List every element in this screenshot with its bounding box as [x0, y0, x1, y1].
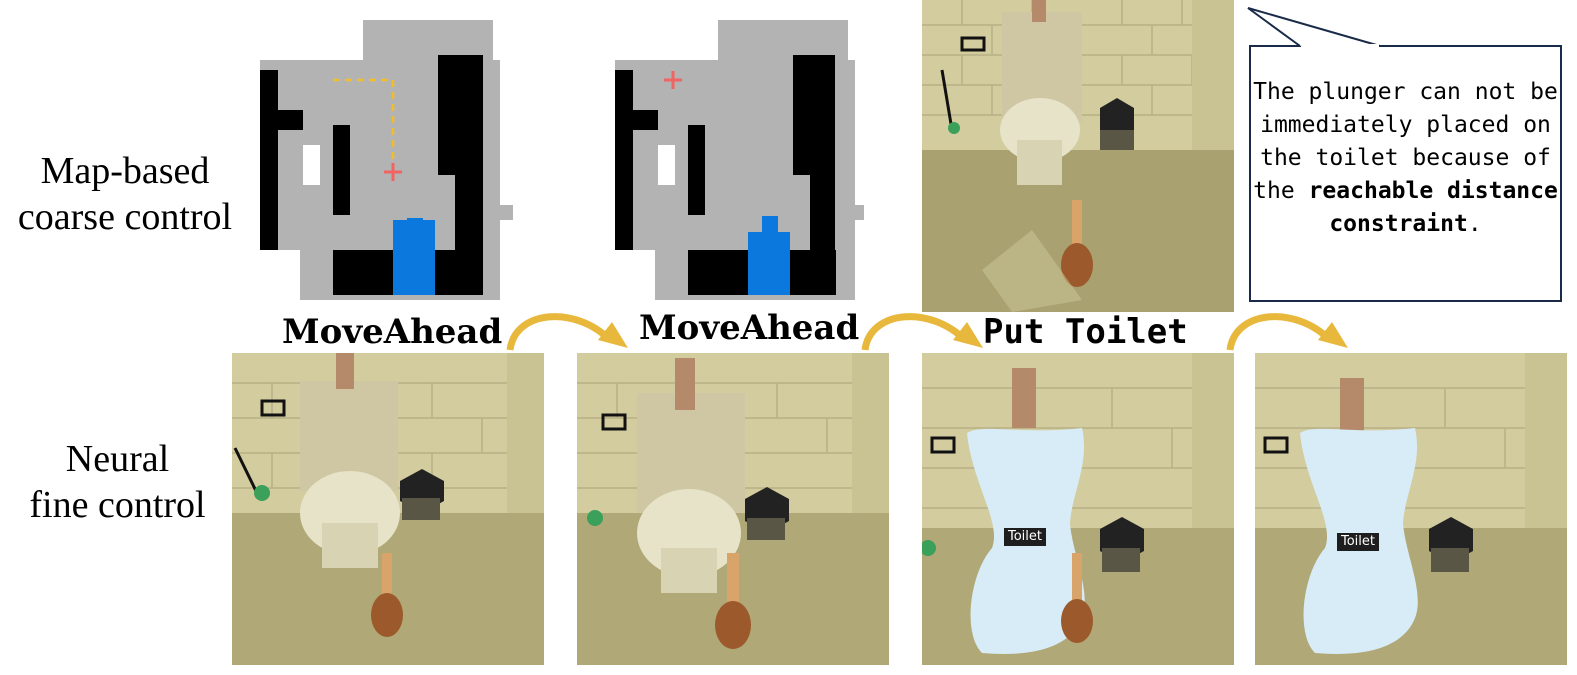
callout-text-plain: The plunger can not be immediately place… [1253, 79, 1558, 204]
row-label-line: Neural [65, 438, 170, 480]
scene-image-step-2 [577, 353, 889, 665]
callout-text-end: . [1467, 211, 1482, 237]
callout-text: The plunger can not be immediately place… [1250, 76, 1561, 241]
row-label-line: coarse control [17, 196, 233, 238]
row-label-map-based: Map-based coarse control [0, 148, 250, 240]
action-label-2: MoveAhead [639, 308, 860, 348]
callout-text-bold: reachable distance constraint [1308, 178, 1558, 237]
arrow-1 [506, 313, 628, 351]
object-tag-toilet: Toilet [1337, 533, 1380, 551]
row-label-line: Map-based [40, 150, 210, 192]
row-label-line: fine control [29, 484, 206, 526]
scene-image-step-3: Toilet [922, 353, 1234, 665]
occupancy-map-2 [600, 20, 870, 310]
action-label-3: Put Toilet [983, 312, 1188, 352]
arrow-2 [861, 313, 983, 351]
object-tag-toilet: Toilet [1004, 528, 1047, 546]
scene-image-step-4: Toilet [1255, 353, 1567, 665]
scene-image-top [922, 0, 1234, 312]
arrow-3 [1226, 313, 1348, 351]
row-label-neural: Neural fine control [0, 436, 235, 528]
scene-image-step-1 [232, 353, 544, 665]
occupancy-map-1 [245, 20, 515, 310]
action-label-1: MoveAhead [282, 312, 503, 352]
callout-bubble: The plunger can not be immediately place… [1230, 0, 1577, 305]
